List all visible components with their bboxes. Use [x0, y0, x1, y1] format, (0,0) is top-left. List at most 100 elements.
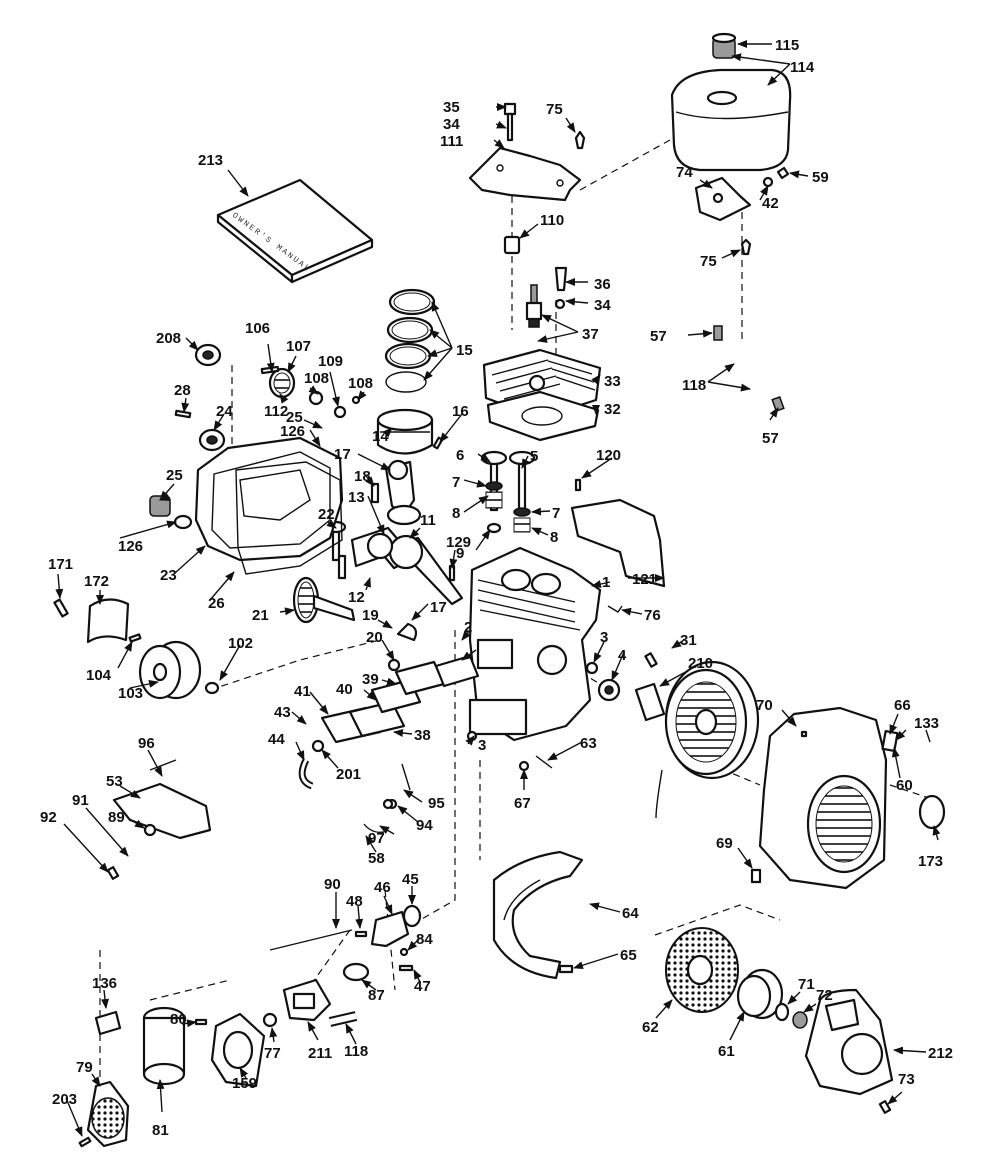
- part-callout-53: 53: [106, 773, 123, 790]
- part-callout-90: 90: [324, 876, 341, 893]
- part-callout-37: 37: [582, 326, 599, 343]
- base-shroud: [492, 850, 584, 980]
- starter-cup: [736, 968, 808, 1029]
- fuel-line: [713, 325, 785, 412]
- part-callout-36: 36: [594, 276, 611, 293]
- rewind-starter: [804, 988, 894, 1096]
- part-callout-208: 208: [156, 330, 181, 347]
- part-callout-126: 126: [280, 423, 305, 440]
- reed-valve-assembly: [320, 654, 480, 744]
- part-callout-42: 42: [762, 195, 779, 212]
- part-callout-33: 33: [604, 373, 621, 390]
- piston-rings: [384, 288, 436, 393]
- part-callout-84: 84: [416, 931, 433, 948]
- part-callout-159: 159: [232, 1075, 257, 1092]
- part-callout-64: 64: [622, 905, 639, 922]
- part-callout-43: 43: [274, 704, 291, 721]
- part-callout-96: 96: [138, 735, 155, 752]
- part-callout-213: 213: [198, 152, 223, 169]
- part-callout-67: 67: [514, 795, 531, 812]
- part-callout-46: 46: [374, 879, 391, 896]
- part-callout-69: 69: [716, 835, 733, 852]
- blower-housing: [758, 706, 946, 890]
- part-callout-66: 66: [894, 697, 911, 714]
- part-callout-75: 75: [700, 253, 717, 270]
- crankcase-cover: [194, 436, 344, 562]
- part-callout-8: 8: [550, 529, 558, 546]
- part-callout-60: 60: [896, 777, 913, 794]
- part-callout-65: 65: [620, 947, 637, 964]
- carburetor: [262, 978, 358, 1028]
- crankshaft: [350, 526, 464, 606]
- part-callout-94: 94: [416, 817, 433, 834]
- flywheel: [634, 660, 760, 819]
- part-callout-95: 95: [428, 795, 445, 812]
- tank-support-bracket: [468, 146, 582, 202]
- owners-manual-booklet: OWNER'S MANUAL: [216, 178, 374, 284]
- cylinder-block: [468, 546, 602, 742]
- part-callout-97: 97: [368, 830, 385, 847]
- part-callout-136: 136: [92, 975, 117, 992]
- part-callout-40: 40: [336, 681, 353, 698]
- spark-plug: [525, 284, 543, 328]
- part-callout-17: 17: [430, 599, 447, 616]
- oil-seals: [194, 343, 621, 702]
- part-callout-62: 62: [642, 1019, 659, 1036]
- part-callout-15: 15: [456, 342, 473, 359]
- part-callout-106: 106: [245, 320, 270, 337]
- connecting-rod: [384, 459, 422, 526]
- part-callout-39: 39: [362, 671, 379, 688]
- part-callout-120: 120: [596, 447, 621, 464]
- part-callout-173: 173: [918, 853, 943, 870]
- part-callout-201: 201: [336, 766, 361, 783]
- part-callout-109: 109: [318, 353, 343, 370]
- cover-gasket: [235, 461, 343, 575]
- part-callout-5: 5: [530, 448, 538, 465]
- part-callout-118: 118: [682, 377, 706, 394]
- part-callout-107: 107: [286, 338, 311, 355]
- control-bracket: [112, 759, 212, 840]
- part-callout-38: 38: [414, 727, 431, 744]
- part-callout-19: 19: [362, 607, 379, 624]
- camshaft-gear: [292, 576, 356, 624]
- part-callout-8: 8: [452, 505, 460, 522]
- part-callout-28: 28: [174, 382, 191, 399]
- part-callout-11: 11: [420, 512, 436, 529]
- part-callout-3: 3: [600, 629, 608, 646]
- part-callout-75: 75: [546, 101, 563, 118]
- part-callout-7: 7: [552, 505, 560, 522]
- part-callout-92: 92: [40, 809, 57, 826]
- part-callout-72: 72: [816, 987, 833, 1004]
- air-baffle: [570, 498, 666, 588]
- part-callout-211: 211: [308, 1045, 332, 1062]
- part-callout-71: 71: [798, 976, 815, 993]
- part-callout-103: 103: [118, 685, 143, 702]
- part-callout-210: 210: [688, 655, 713, 672]
- part-callout-31: 31: [680, 632, 697, 649]
- part-callout-102: 102: [228, 635, 253, 652]
- part-callout-80: 80: [170, 1011, 187, 1028]
- part-callout-115: 115: [775, 37, 799, 54]
- part-callout-104: 104: [86, 667, 112, 684]
- part-callout-114: 114: [790, 59, 815, 76]
- part-callout-77: 77: [264, 1045, 281, 1062]
- part-callout-41: 41: [294, 683, 311, 700]
- part-callout-25: 25: [166, 467, 183, 484]
- part-callout-25: 25: [286, 409, 303, 426]
- fuel-tank: [670, 32, 792, 172]
- part-callout-57: 57: [762, 430, 779, 447]
- part-callout-70: 70: [756, 697, 773, 714]
- part-callout-59: 59: [812, 169, 829, 186]
- primer-line: [298, 739, 325, 790]
- callout-leaders: [55, 40, 941, 1137]
- part-callout-81: 81: [152, 1122, 169, 1139]
- part-callout-129: 129: [446, 534, 471, 551]
- part-callout-212: 212: [928, 1045, 953, 1062]
- intake-elbow: [342, 904, 422, 982]
- part-callout-13: 13: [348, 489, 365, 506]
- part-callout-16: 16: [452, 403, 469, 420]
- air-cleaner: [86, 1006, 266, 1148]
- part-callout-14: 14: [372, 428, 389, 445]
